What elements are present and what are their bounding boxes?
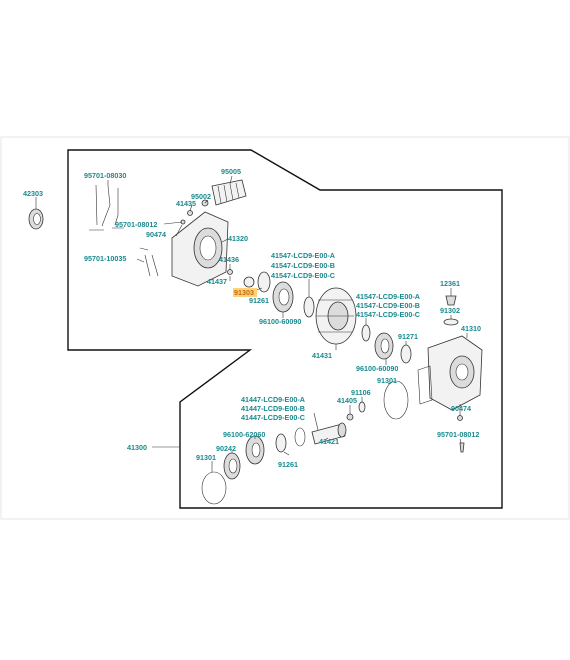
callout-41300: 41300 [127,443,147,452]
shim-part-2 [361,324,371,342]
callout-41447-c: 41447-LCD9-E00-C [241,413,305,422]
callout-91271: 91271 [398,332,418,341]
callout-96100-60090-a: 96100-60090 [259,317,301,326]
callout-41547-a: 41547-LCD9-E00-A [271,251,335,260]
bearing-part [272,281,294,313]
callout-41547-c-2: 41547-LCD9-E00-C [356,310,420,319]
callout-41421: 41421 [319,437,339,446]
callout-41405: 41405 [337,396,357,405]
callout-91301-a: 91301 [377,376,397,385]
nut-part [187,210,193,216]
callout-91301-b: 91301 [196,453,216,462]
callout-41437: 41437 [207,277,227,286]
bolt-set-part [89,184,159,277]
nut-part-2 [358,401,366,413]
callout-12361: 12361 [440,279,460,288]
gear-case-part [417,335,483,411]
breather-part [445,295,457,306]
shim-part [303,296,315,318]
callout-95701-08030: 95701-08030 [84,171,126,180]
seal-part-2 [400,344,412,364]
callout-91261-b: 91261 [278,460,298,469]
diagram-border [0,136,570,520]
pin-part [227,269,233,275]
callout-95005: 95005 [221,167,241,176]
callout-90474-a: 90474 [146,230,166,239]
callout-95002: 95002 [191,192,211,201]
callout-90474-b: 90474 [451,404,471,413]
callout-41436: 41436 [219,255,239,264]
callout-91303: 91303 [234,288,254,297]
callout-96100-62060: 96100-62060 [223,430,265,439]
pinion-gear-part [311,422,347,445]
callout-41447-b: 41447-LCD9-E00-B [241,404,305,413]
ring-part [243,276,255,288]
callout-41547-c: 41547-LCD9-E00-C [271,271,335,280]
callout-labels: 42303 95701-08030 95005 95002 41435 9570… [23,167,481,469]
callout-91302: 91302 [440,306,460,315]
callout-41435: 41435 [176,199,196,208]
callout-41547-a-2: 41547-LCD9-E00-A [356,292,420,301]
callout-41447-a: 41447-LCD9-E00-A [241,395,305,404]
assembly-frame [67,149,503,509]
callout-95701-08012-b: 95701-08012 [437,430,479,439]
callout-96100-60090-b: 96100-60090 [356,364,398,373]
bearing-part-3 [245,435,265,465]
seal-part [257,271,271,293]
oil-seal-part [28,208,44,230]
plug-part [457,415,463,421]
bearing-part-2 [374,332,394,360]
callout-41320: 41320 [228,234,248,243]
callout-42303: 42303 [23,189,43,198]
callout-95701-10035: 95701-10035 [84,254,126,263]
spacer-part [346,413,354,421]
callout-41431: 41431 [312,351,332,360]
callout-90242: 90242 [216,444,236,453]
oil-seal-part-2 [223,452,241,480]
ring-gear-part [315,287,357,345]
bolt-part [459,442,465,453]
seal-part-3 [275,433,287,453]
callout-41547-b: 41547-LCD9-E00-B [271,261,335,270]
leader-lines [35,175,468,472]
o-ring-large-part-2 [201,471,227,505]
o-ring-part [443,318,459,326]
callout-91106: 91106 [351,388,371,397]
shim-part-3 [294,427,306,447]
callout-91261-a: 91261 [249,296,269,305]
rubber-boot-part [211,179,247,206]
callout-41547-b-2: 41547-LCD9-E00-B [356,301,420,310]
o-ring-large-part [383,380,409,420]
highlight-box-91303 [233,288,257,297]
callout-95701-08012-a: 95701-08012 [115,220,157,229]
gear-case-cover-part [171,211,229,287]
callout-41310: 41310 [461,324,481,333]
